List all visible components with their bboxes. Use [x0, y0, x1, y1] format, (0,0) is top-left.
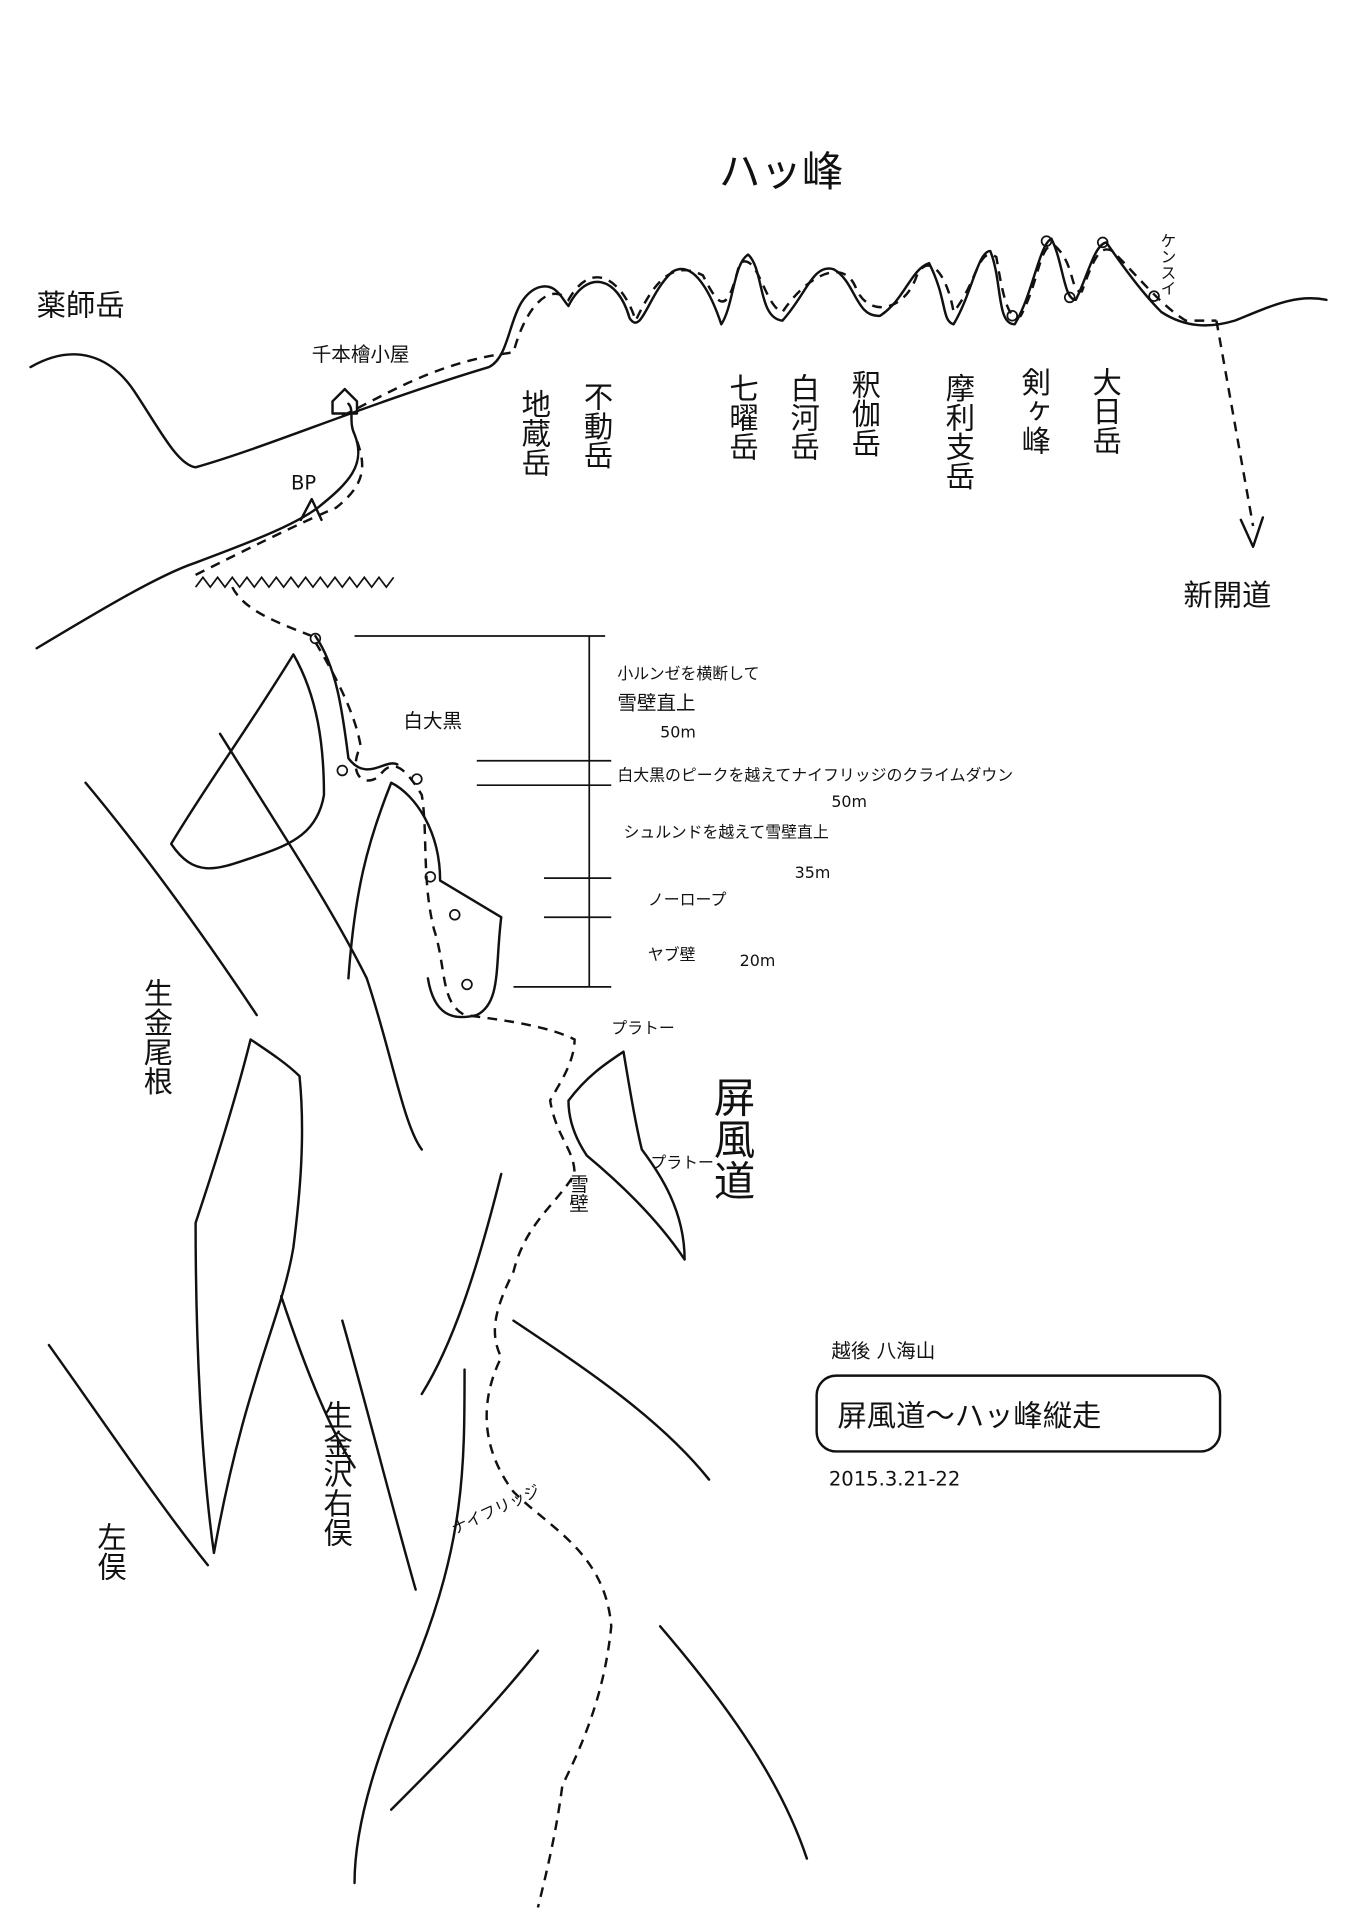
shinkaido-arrow	[1239, 516, 1265, 549]
title-hachitsumine: ハッ峰	[719, 147, 844, 196]
svg-text:七曜岳: 七曜岳	[725, 373, 759, 461]
tent-icon	[299, 497, 323, 522]
caption-box	[815, 1374, 1222, 1453]
caption-region: 越後 八海山	[831, 1339, 935, 1362]
label-plateau-2: プラトー	[650, 1153, 714, 1172]
label-byobumichi: 屏風道	[707, 1076, 756, 1201]
label-plateau-1: プラトー	[611, 1018, 675, 1037]
label-shiradaikoku: 白大黒	[403, 710, 462, 733]
svg-text:50m: 50m	[831, 792, 867, 811]
svg-text:地蔵岳: 地蔵岳	[517, 389, 551, 478]
svg-text:雪壁直上: 雪壁直上	[617, 691, 695, 714]
yakushi-ridge	[29, 237, 1328, 469]
svg-text:摩利支岳: 摩利支岳	[941, 373, 975, 491]
label-shinkaido: 新開道	[1183, 578, 1271, 612]
svg-text:20m: 20m	[740, 951, 776, 970]
svg-text:シュルンドを越えて雪壁直上: シュルンドを越えて雪壁直上	[623, 823, 828, 842]
svg-text:剣ヶ峰: 剣ヶ峰	[1017, 367, 1051, 455]
shinkaido-route	[1215, 320, 1255, 527]
svg-text:50m: 50m	[660, 723, 696, 742]
svg-text:ノーロープ: ノーロープ	[648, 890, 727, 909]
byobumichi-route	[231, 586, 613, 1908]
pitch-notes: 小ルンゼを横断して 雪壁直上 50m 白大黒のピークを越えてナイフリッジのクライ…	[617, 664, 1013, 970]
svg-text:白大黒のピークを越えてナイフリッジのクライムダウン: 白大黒のピークを越えてナイフリッジのクライムダウン	[617, 765, 1013, 784]
label-knife: ナイフリッジ	[448, 1481, 542, 1538]
traverse-route	[341, 243, 1217, 418]
svg-text:小ルンゼを横断して: 小ルンゼを横断して	[617, 664, 759, 683]
label-sawa: 生金沢右俣	[319, 1400, 353, 1547]
svg-text:35m: 35m	[795, 863, 831, 882]
label-setsuheki: 雪壁	[566, 1174, 589, 1213]
caption-route: 屏風道～ハッ峰縦走	[837, 1399, 1101, 1433]
label-hidarimata: 左俣	[93, 1522, 127, 1581]
svg-text:ヤブ壁: ヤブ壁	[648, 945, 696, 964]
hut-icon	[331, 387, 359, 415]
label-bp: BP	[291, 471, 316, 494]
rock-pinnacle	[169, 653, 326, 870]
svg-text:不動岳: 不動岳	[580, 382, 614, 470]
peak-labels: 地蔵岳 不動岳 七曜岳 白河岳 釈伽岳 摩利支岳 剣ヶ峰 大日岳	[517, 367, 1122, 491]
pitch-scale	[354, 635, 612, 988]
svg-text:大日岳: 大日岳	[1088, 367, 1122, 456]
label-kensui: ケンスイ	[1158, 233, 1177, 297]
svg-text:白河岳: 白河岳	[786, 373, 820, 462]
label-ikiganeone: 生金尾根	[139, 978, 173, 1096]
caption-date: 2015.3.21-22	[829, 1468, 960, 1491]
svg-text:釈伽岳: 釈伽岳	[847, 370, 881, 458]
label-hut: 千本檜小屋	[312, 343, 410, 366]
label-yakushi: 薬師岳	[37, 289, 125, 323]
